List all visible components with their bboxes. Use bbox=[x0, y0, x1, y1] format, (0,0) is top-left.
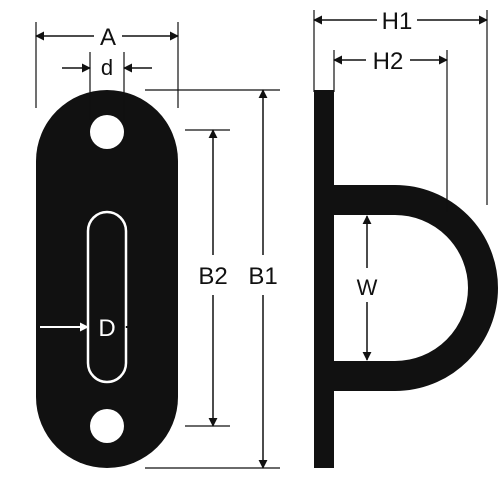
dimension-b1-label: B1 bbox=[248, 263, 277, 290]
dimension-a: A bbox=[35, 22, 179, 108]
dimension-slot-width-label: D bbox=[98, 315, 115, 342]
eye-slot-outline bbox=[86, 210, 128, 384]
dimension-h1: H1 bbox=[313, 8, 488, 205]
dimension-h2: H2 bbox=[333, 48, 448, 212]
dimension-a-label: A bbox=[100, 24, 116, 51]
dimension-w-label: W bbox=[357, 275, 378, 300]
side-eye-loop bbox=[334, 185, 498, 391]
dimension-b1: B1 bbox=[145, 89, 280, 469]
dimension-w: W bbox=[357, 215, 378, 361]
dimension-d-slot: D bbox=[40, 315, 166, 342]
side-base-plate bbox=[314, 90, 334, 468]
dimension-b2-label: B2 bbox=[198, 263, 227, 290]
side-view bbox=[314, 90, 498, 468]
dimension-b2: B2 bbox=[185, 129, 230, 427]
base-plate bbox=[36, 90, 178, 468]
dimension-h2-label: H2 bbox=[373, 48, 404, 75]
top-mounting-hole bbox=[90, 115, 124, 149]
front-view bbox=[36, 90, 178, 468]
bottom-mounting-hole bbox=[90, 409, 124, 443]
dimension-d-label: d bbox=[101, 55, 113, 80]
dimension-h1-label: H1 bbox=[382, 8, 413, 35]
dimension-d: d bbox=[62, 52, 152, 120]
